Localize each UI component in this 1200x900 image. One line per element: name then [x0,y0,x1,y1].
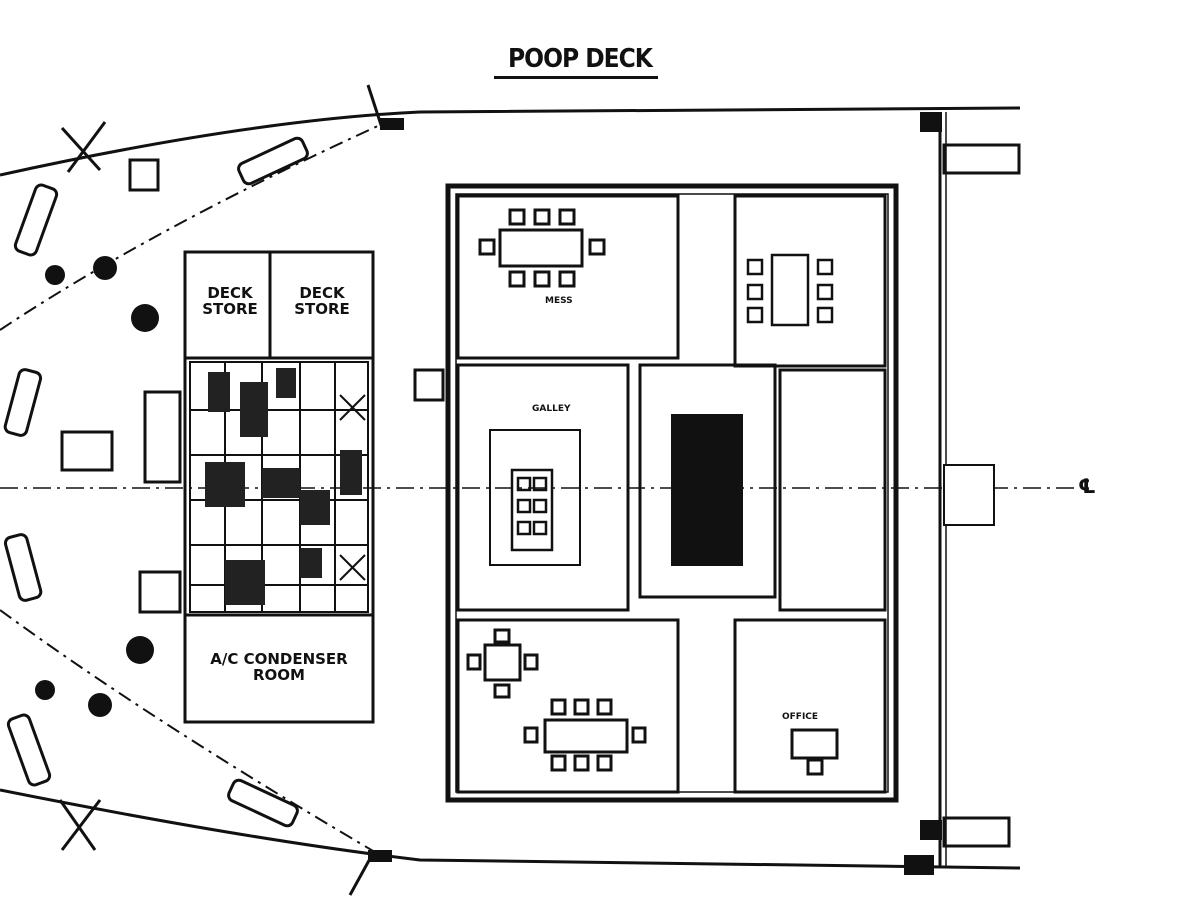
dining-table-lower [523,698,647,772]
fenders [3,136,445,828]
store-block [183,250,375,724]
office-label: OFFICE [782,712,819,722]
lounge-table [466,628,539,699]
office-desk [790,728,839,776]
galley-label: GALLEY [532,404,571,414]
deck-store-1-label: DECK STORE [202,284,258,318]
winches [35,118,404,862]
stern-fitting [943,464,995,526]
mooring-line-upper [0,124,381,331]
machinery-fill [205,368,362,605]
deckhouse [445,183,899,803]
transom-ladders [904,112,1021,875]
mess-label: MESS [545,296,573,306]
mooring-line-lower [0,609,381,856]
deck-store-2-label: DECK STORE [294,284,350,318]
ac-room-label: A/C CONDENSER ROOM [210,650,348,684]
mess-table-upper [478,208,606,288]
hull-upper-edge [0,106,1021,177]
galley-island [510,468,554,552]
title-underline [494,76,658,79]
plan-title: POOP DECK [508,44,653,74]
centerline-mark: ℄ [1078,474,1096,498]
conference-table [746,253,834,327]
